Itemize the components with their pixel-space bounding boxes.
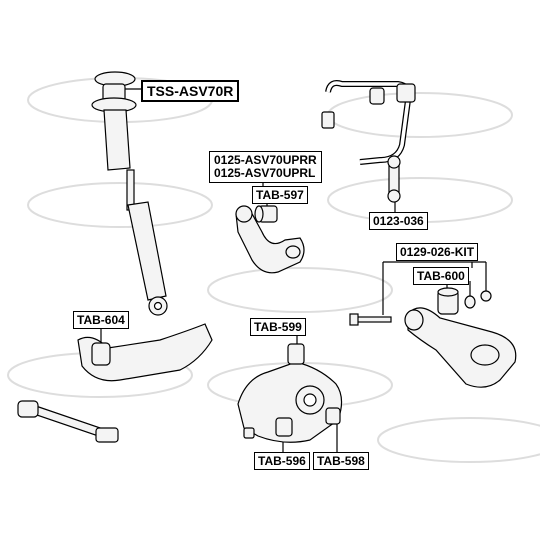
label-tab-600: TAB-600 bbox=[413, 267, 469, 285]
tab-600-bushing bbox=[437, 287, 459, 315]
stabilizer-bar bbox=[321, 80, 416, 203]
tab-604-bushing bbox=[91, 342, 111, 366]
label-tab-596: TAB-596 bbox=[254, 452, 310, 470]
label-tab-599: TAB-599 bbox=[250, 318, 306, 336]
shock-dust-boot bbox=[103, 109, 131, 171]
tab-599-bushing bbox=[287, 343, 305, 365]
tab-598-bushing bbox=[325, 407, 341, 425]
lower-control-arm bbox=[349, 287, 517, 388]
lower-suspension-arm bbox=[77, 323, 213, 382]
kit-washer bbox=[464, 290, 492, 309]
kit-bolt bbox=[349, 313, 392, 326]
lateral-link bbox=[17, 400, 119, 443]
label-0125-asv70uprr: 0125-ASV70UPRR bbox=[214, 153, 317, 167]
shock-absorber bbox=[91, 71, 168, 316]
label-tab-598: TAB-598 bbox=[313, 452, 369, 470]
tab-596-bushing bbox=[275, 417, 293, 437]
label-upper-arm-part-numbers: 0125-ASV70UPRR 0125-ASV70UPRL bbox=[209, 151, 322, 183]
label-0123-036: 0123-036 bbox=[369, 212, 428, 230]
shock-body bbox=[127, 201, 167, 301]
tab-597-bushing bbox=[254, 205, 278, 223]
label-tab-597: TAB-597 bbox=[252, 186, 308, 204]
upper-control-arm bbox=[235, 205, 305, 274]
stabilizer-bushing bbox=[369, 87, 385, 105]
label-tab-604: TAB-604 bbox=[73, 311, 129, 329]
steering-knuckle bbox=[237, 343, 343, 443]
label-0129-026-kit: 0129-026-KIT bbox=[396, 243, 479, 261]
label-tss-asv70r: TSS-ASV70R bbox=[141, 80, 240, 102]
label-0125-asv70uprl: 0125-ASV70UPRL bbox=[214, 166, 316, 180]
